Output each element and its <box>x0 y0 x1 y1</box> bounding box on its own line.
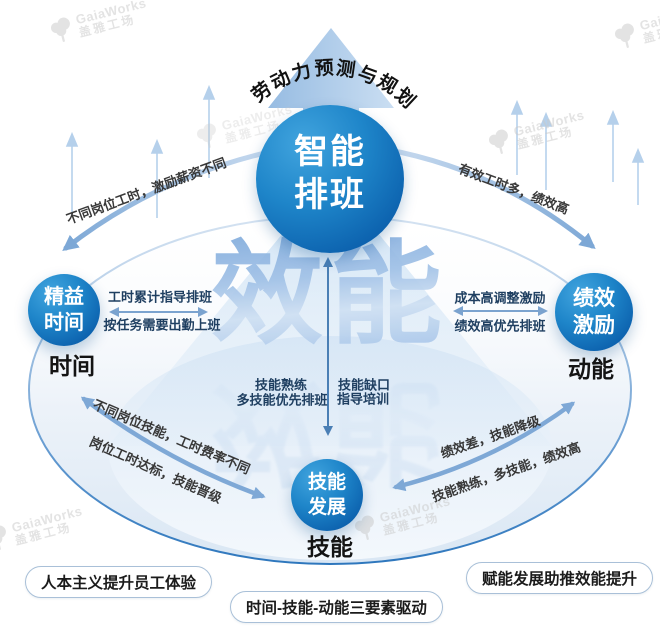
edge-label-center-right-1: 技能缺口 <box>337 377 391 393</box>
node-performance-incentive: 绩效 激励 <box>555 273 633 351</box>
edge-label-left-bottom: 按任务需要出勤上班 <box>103 317 221 333</box>
axis-label-time: 时间 <box>49 353 95 379</box>
node-right-line2: 激励 <box>573 314 615 337</box>
arrow-bottom-right-double <box>392 401 576 492</box>
footer-pill-empowerment: 赋能发展助推效能提升 <box>466 562 654 594</box>
axis-label-momentum: 动能 <box>568 356 614 382</box>
node-skill-development: 技能 发展 <box>291 459 363 531</box>
arrow-top-to-right-curve <box>381 146 596 250</box>
node-bottom-line2: 发展 <box>307 497 346 518</box>
axis-label-skill: 技能 <box>307 534 353 560</box>
node-left-line1: 精益 <box>44 286 84 308</box>
footer-pill-humanism: 人本主义提升员工体验 <box>25 566 213 598</box>
edge-label-center-right-2: 指导培训 <box>336 391 390 407</box>
node-top-line2: 排班 <box>294 176 366 214</box>
node-top-line1: 智能 <box>294 133 366 171</box>
footer-pill-three-elements: 时间-技能-动能三要素驱动 <box>230 591 443 623</box>
arrow-top-to-left-curve <box>62 147 281 251</box>
node-bottom-line1: 技能 <box>307 472 346 493</box>
node-lean-time: 精益 时间 <box>28 274 100 346</box>
node-right-line1: 绩效 <box>573 287 615 310</box>
small-up-arrows <box>65 84 645 218</box>
edge-label-center-left-1: 技能熟练 <box>254 377 308 393</box>
node-intelligent-scheduling: 智能 排班 <box>256 105 404 253</box>
edge-label-left-top: 工时累计指导排班 <box>107 289 213 305</box>
big-up-arrow <box>268 28 394 178</box>
arrow-left-bottom-double <box>80 396 266 500</box>
edge-label-right-top: 成本高调整激励 <box>454 290 546 306</box>
edge-label-right-bottom: 绩效高优先排班 <box>454 318 546 334</box>
edge-label-center-left-2: 多技能优先排班 <box>236 392 328 408</box>
node-left-line2: 时间 <box>44 312 84 334</box>
